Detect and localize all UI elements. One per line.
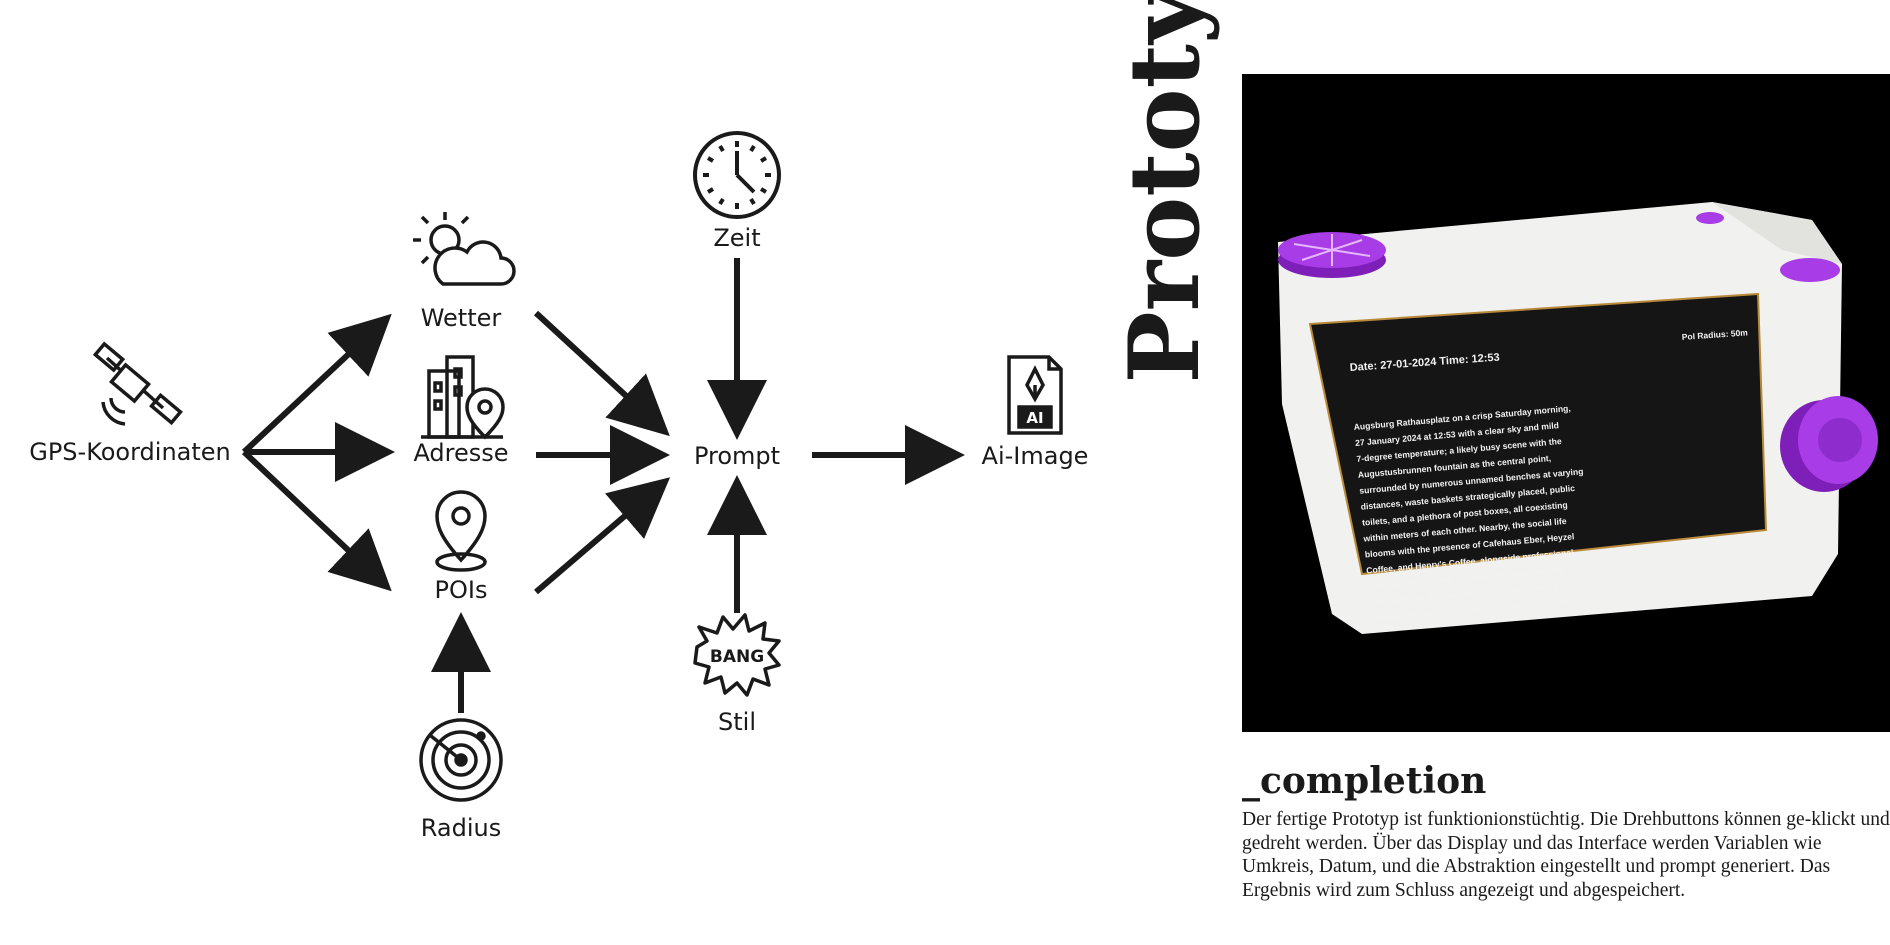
top-left-knob — [1278, 232, 1386, 278]
node-label-prompt: Prompt — [694, 442, 780, 470]
node-label-adresse: Adresse — [413, 439, 508, 467]
screen-radius-readout: PoI Radius: 50m — [1681, 327, 1748, 342]
side-knob — [1780, 396, 1878, 492]
arrow-wetter-prompt — [533, 310, 670, 437]
clock-icon — [693, 131, 781, 219]
arrow-gps-wetter — [241, 313, 392, 455]
sun-cloud-icon — [413, 212, 516, 286]
top-right-knob — [1696, 212, 1840, 282]
bang-text: BANG — [710, 647, 764, 667]
prototype-photo: Date: 27-01-2024 Time: 12:53 PoI Radius:… — [1242, 74, 1890, 732]
node-label-radius: Radius — [421, 814, 501, 842]
device-screen — [1308, 292, 1768, 576]
bang-icon: BANG — [693, 613, 781, 697]
radar-icon — [419, 718, 503, 802]
node-label-gps: GPS-Koordinaten — [29, 438, 231, 466]
ai-file-text: AI — [1026, 409, 1043, 427]
satellite-icon — [92, 341, 183, 426]
section-heading: _completion — [1242, 760, 1487, 802]
vertical-title: Prototype — [1108, 0, 1221, 384]
node-label-ai-image: Ai-Image — [982, 442, 1089, 470]
node-label-wetter: Wetter — [421, 304, 502, 332]
location-pin-icon — [435, 490, 487, 572]
node-label-pois: POIs — [435, 576, 488, 604]
arrow-gps-pois — [241, 449, 392, 592]
section-body: Der fertige Prototyp ist funktionionstüc… — [1242, 809, 1890, 901]
flow-diagram: GPS-Koordinaten Wetter Adresse POIs — [29, 131, 1089, 842]
arrow-pois-prompt — [534, 477, 671, 595]
building-pin-icon — [421, 355, 505, 440]
node-label-zeit: Zeit — [713, 224, 760, 252]
ai-file-icon: AI — [1007, 355, 1063, 435]
node-label-stil: Stil — [718, 708, 756, 736]
arrows — [241, 258, 965, 713]
